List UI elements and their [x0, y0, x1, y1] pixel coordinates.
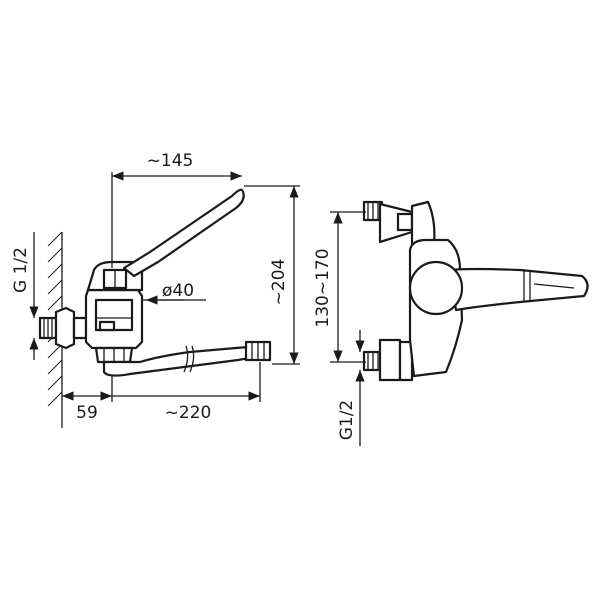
dimension-label-height: ~204 — [269, 259, 289, 306]
dimension-label-spacing: 130~170 — [313, 248, 333, 327]
front-view: 130~170 G1/2 — [313, 200, 589, 446]
dimension-height: ~204 — [244, 185, 300, 365]
dimension-label-body-diameter: ø40 — [162, 281, 194, 301]
dimension-label-handle-width: ~145 — [147, 151, 194, 171]
bottom-connector — [362, 338, 414, 382]
front-knob — [408, 260, 464, 316]
dimension-horizontal-bottom: 59 ~220 — [61, 362, 261, 428]
dimension-label-wall-offset: 59 — [76, 403, 98, 423]
spout — [102, 340, 272, 377]
front-lever — [448, 267, 589, 312]
dimension-handle-width: ~145 — [111, 151, 242, 268]
dimension-thread-left: G 1/2 — [11, 232, 39, 360]
wall-connector — [38, 306, 88, 350]
side-view: ~145 ~204 ø40 G 1/2 59 — [11, 151, 300, 428]
dimension-spacing: 130~170 — [313, 211, 366, 363]
dimension-label-thread-left: G 1/2 — [11, 247, 31, 293]
lever-handle — [122, 188, 245, 278]
dimension-thread-right: G1/2 — [337, 330, 365, 446]
dimension-body-diameter: ø40 — [142, 281, 206, 305]
dimension-label-thread-right: G1/2 — [337, 400, 357, 441]
dimension-label-spout-length: ~220 — [165, 403, 212, 423]
